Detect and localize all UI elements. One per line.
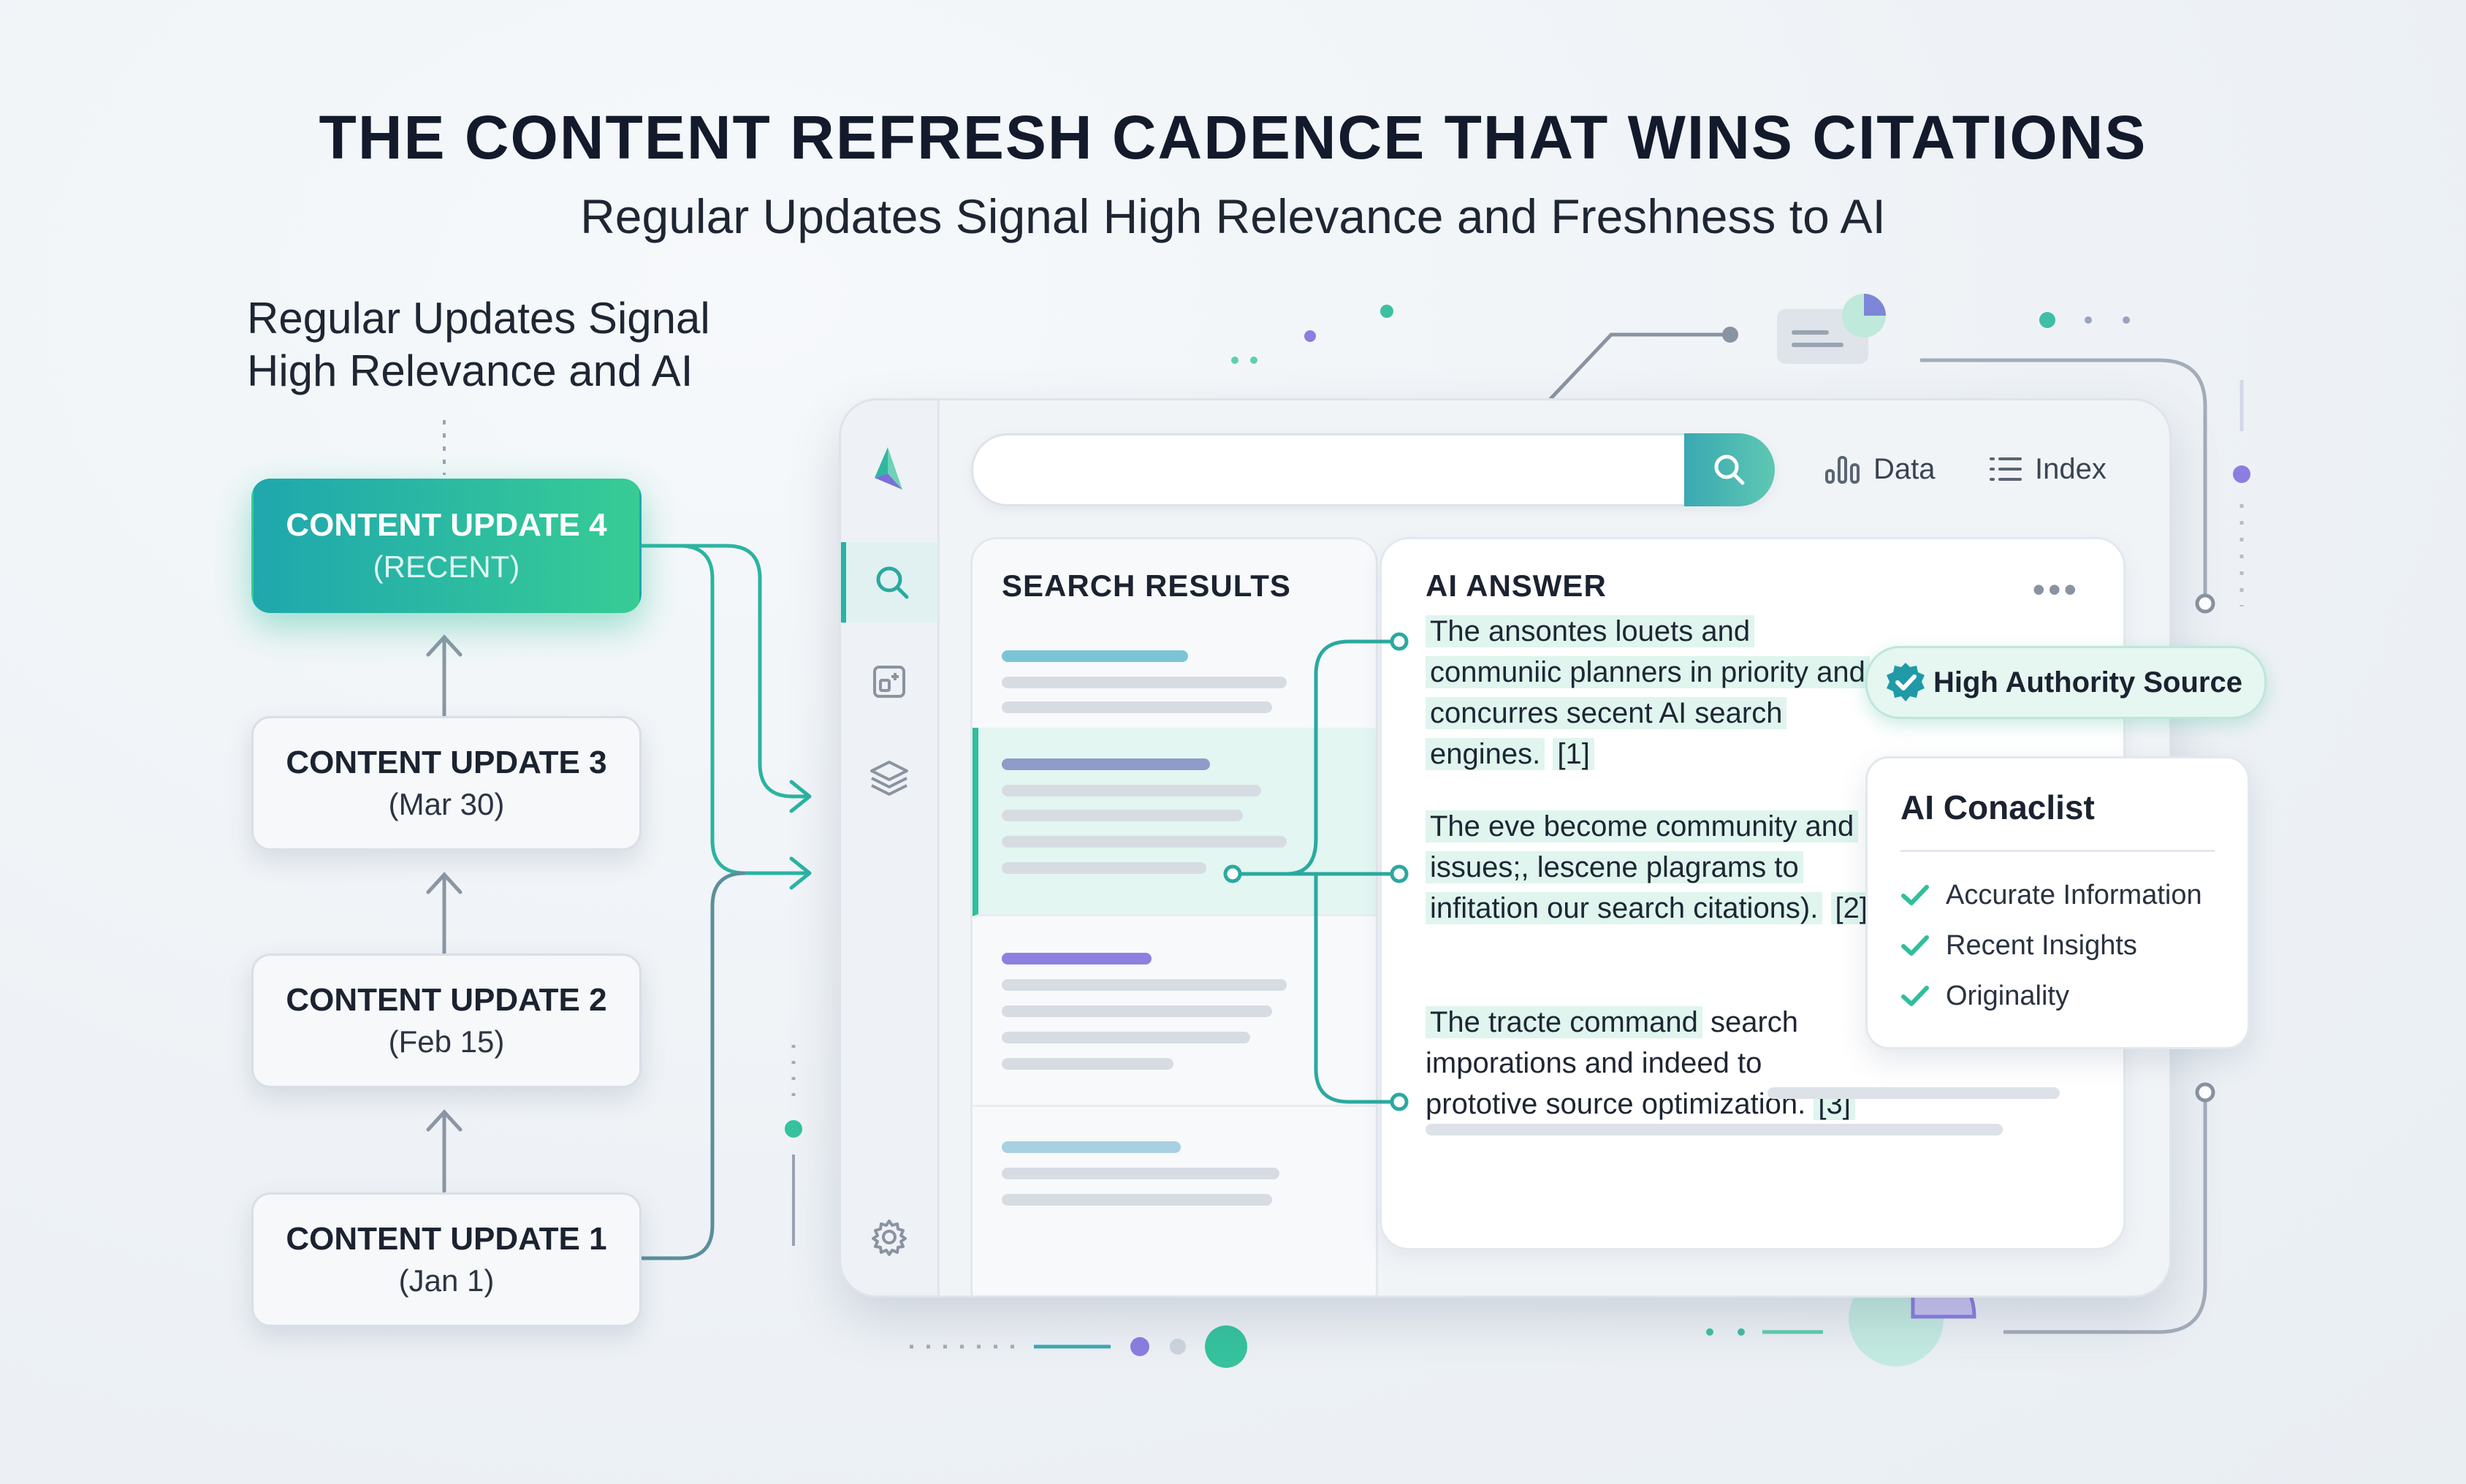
sidebar-analytics-icon[interactable] (841, 642, 937, 722)
update-title: CONTENT UPDATE 1 (286, 1221, 607, 1257)
update-date: (RECENT) (373, 549, 520, 584)
sidebar-settings-icon[interactable] (841, 1197, 937, 1277)
check-icon (1901, 885, 1929, 905)
update-title: CONTENT UPDATE 2 (286, 982, 607, 1018)
deco-dot (1706, 1328, 1713, 1336)
app-logo-icon (841, 430, 937, 510)
answer-text: search imporations and indeed to prototi… (1426, 1006, 1806, 1120)
timeline-to-app-connectors (635, 544, 812, 890)
deco-dot (1304, 330, 1316, 342)
checklist-item: Accurate Information (1900, 873, 2202, 917)
sidebar-search-icon[interactable] (841, 542, 937, 623)
toolbar-data-label: Data (1873, 452, 1936, 485)
connector-node (1722, 327, 1738, 343)
checklist-divider (1900, 850, 2215, 852)
deco-dot (2039, 312, 2055, 328)
update-title: CONTENT UPDATE 4 (286, 507, 607, 543)
page-subtitle: Regular Updates Signal High Relevance an… (580, 189, 1886, 243)
result-item-4[interactable] (973, 1105, 1376, 1293)
answer-highlight: The tracte command (1426, 1006, 1702, 1038)
update-date: (Feb 15) (388, 1024, 505, 1059)
deco-dot (1380, 305, 1393, 318)
answer-paragraph-2: The eve become community and issues;, le… (1426, 806, 1879, 929)
deco-dot (1738, 1328, 1745, 1336)
search-bar (971, 433, 1775, 506)
deco-dot (2123, 316, 2130, 324)
search-input[interactable] (1002, 449, 1605, 494)
checklist-item-label: Recent Insights (1946, 929, 2137, 961)
search-icon (1714, 454, 1745, 485)
answer-highlight: The ansontes louets and conmuniic planne… (1426, 615, 1870, 770)
deco-dot (1170, 1339, 1186, 1355)
result-item-3[interactable] (973, 916, 1376, 1107)
search-results-panel: SEARCH RESULTS (970, 537, 1378, 1295)
checklist-item-label: Originality (1946, 980, 2069, 1011)
sidebar-layers-icon[interactable] (841, 738, 937, 818)
deco-dot (1231, 357, 1238, 364)
result-item-2[interactable] (973, 728, 1376, 916)
content-update-card-4[interactable]: CONTENT UPDATE 4 (RECENT) (251, 479, 642, 613)
content-update-card-3[interactable]: CONTENT UPDATE 3 (Mar 30) (251, 716, 642, 851)
ellipsis-icon[interactable]: ••• (2032, 569, 2079, 610)
content-update-card-1[interactable]: CONTENT UPDATE 1 (Jan 1) (251, 1192, 642, 1327)
content-update-card-2[interactable]: CONTENT UPDATE 2 (Feb 15) (251, 954, 642, 1088)
deco-dot (2085, 316, 2092, 324)
checklist-item-label: Accurate Information (1946, 879, 2202, 910)
right-bottom-connector (2003, 1092, 2207, 1334)
update-title: CONTENT UPDATE 3 (286, 745, 607, 780)
side-caption-line: Regular Updates Signal (247, 294, 710, 343)
list-icon (1990, 457, 2022, 481)
connector-node (2195, 1082, 2215, 1103)
side-caption: Regular Updates Signal High Relevance an… (247, 292, 710, 397)
side-caption-line: High Relevance and AI (247, 346, 693, 395)
deco-dot (1205, 1325, 1247, 1368)
ai-checklist-card: AI Conaclist Accurate Information Recent… (1865, 756, 2250, 1049)
toolbar-index-label: Index (2035, 452, 2107, 485)
bar-chart-icon (1825, 456, 1860, 484)
deco-dot (1250, 357, 1257, 364)
update-date: (Mar 30) (388, 787, 505, 821)
right-connector-line (1920, 358, 2207, 604)
page-title: THE CONTENT REFRESH CADENCE THAT WINS CI… (319, 103, 2147, 172)
timeline-arrow-up (426, 634, 463, 1193)
result-item-1[interactable] (973, 539, 1376, 730)
checklist-item: Recent Insights (1900, 924, 2137, 967)
connector-node (2195, 593, 2215, 614)
toolbar-data-button[interactable]: Data (1824, 443, 1936, 495)
citation-ref[interactable]: [2] (1830, 892, 1872, 924)
toolbar-index-button[interactable]: Index (1988, 443, 2107, 495)
answer-paragraph-1: The ansontes louets and conmuniic planne… (1426, 611, 1879, 775)
verified-check-icon (1887, 663, 1925, 701)
deco-dot (1130, 1337, 1149, 1356)
answer-highlight: The eve become community and issues;, le… (1426, 810, 1859, 924)
check-icon (1901, 935, 1929, 956)
app-sidebar (841, 400, 940, 1295)
deco-dot (2233, 465, 2250, 483)
check-icon (1901, 986, 1929, 1006)
checklist-item: Originality (1900, 974, 2069, 1018)
citation-ref[interactable]: [1] (1553, 738, 1594, 770)
search-results-title: SEARCH RESULTS (1002, 568, 1291, 603)
mini-pie-slice (1864, 294, 1886, 316)
checklist-title: AI Conaclist (1900, 788, 2095, 826)
timeline-bottom-connector (637, 871, 746, 1260)
update-date: (Jan 1) (398, 1263, 495, 1298)
answer-paragraph-3: The tracte command search imporations an… (1426, 1002, 1879, 1125)
ai-answer-title: AI ANSWER (1426, 568, 1607, 603)
authority-badge-label: High Authority Source (1933, 666, 2242, 699)
deco-dot (785, 1120, 802, 1138)
high-authority-badge[interactable]: High Authority Source (1865, 646, 2267, 719)
search-button[interactable] (1684, 433, 1775, 506)
